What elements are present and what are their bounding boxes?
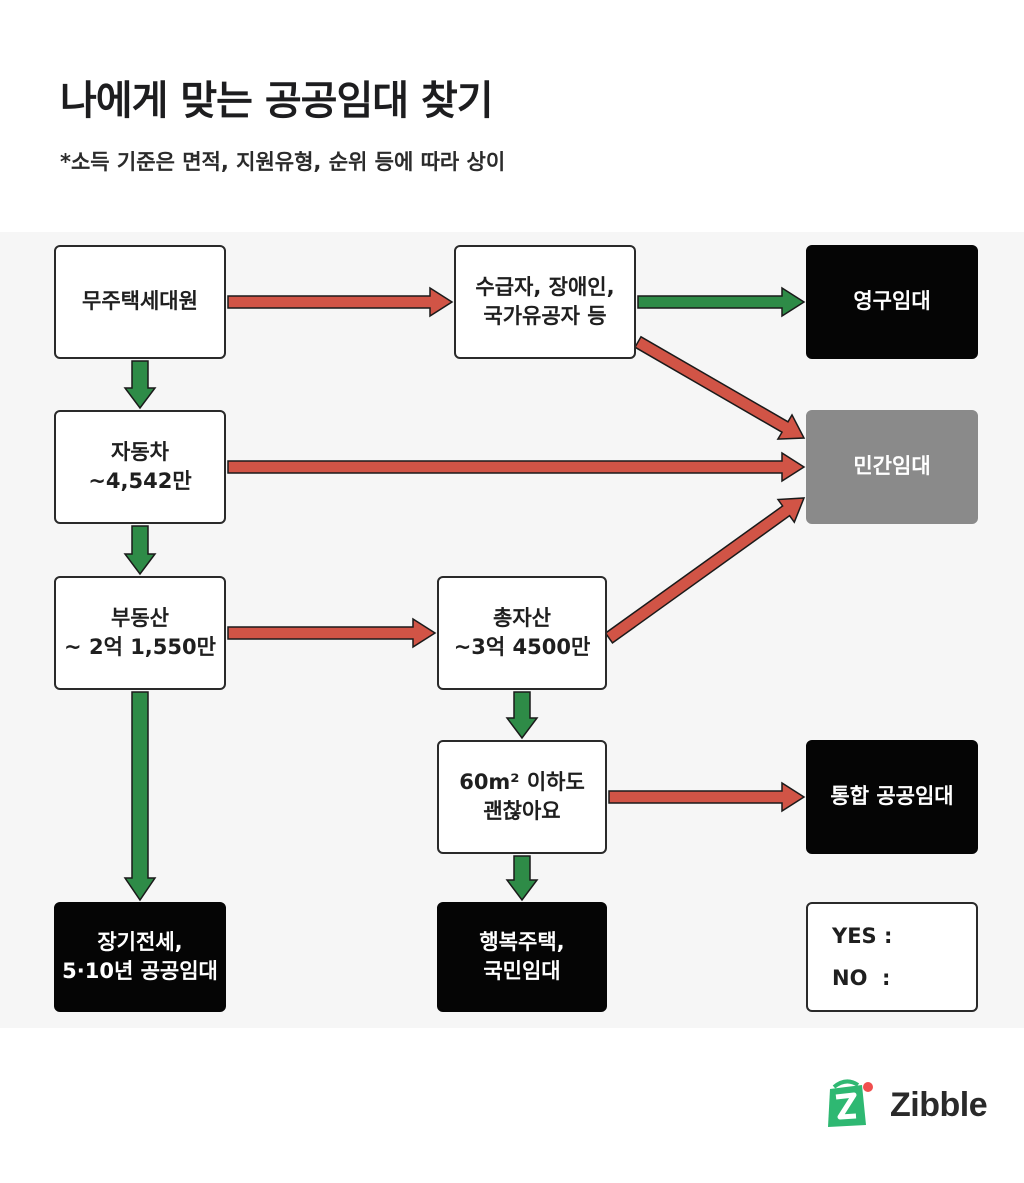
node-totalassets: 총자산 ~3억 4500만 bbox=[437, 576, 607, 690]
arrow-recipient-to-private bbox=[633, 335, 806, 440]
arrow-area-to-happy bbox=[505, 855, 539, 902]
node-permanent: 영구임대 bbox=[806, 245, 978, 359]
page-subtitle: *소득 기준은 면적, 지원유형, 순위 등에 따라 상이 bbox=[60, 150, 506, 174]
node-recipient: 수급자, 장애인, 국가유공자 등 bbox=[454, 245, 636, 359]
zibble-bag-icon bbox=[828, 1079, 873, 1127]
page-title: 나에게 맞는 공공임대 찾기 bbox=[60, 78, 494, 124]
node-area: 60m² 이하도 괜찮아요 bbox=[437, 740, 607, 854]
node-integrated: 통합 공공임대 bbox=[806, 740, 978, 854]
brand-name: Zibble bbox=[890, 1085, 988, 1124]
arrow-car-to-realestate bbox=[123, 525, 157, 576]
arrow-homeless-to-car bbox=[123, 360, 157, 410]
arrow-area-to-integrated bbox=[608, 781, 806, 813]
arrow-totalassets-to-private bbox=[604, 497, 806, 644]
node-realestate: 부동산 ~ 2억 1,550만 bbox=[54, 576, 226, 690]
arrow-totalassets-to-area bbox=[505, 691, 539, 740]
legend: YES : NO : bbox=[806, 902, 978, 1012]
arrow-realestate-to-longterm bbox=[123, 691, 157, 902]
arrow-recipient-to-permanent bbox=[637, 286, 806, 318]
node-private: 민간임대 bbox=[806, 410, 978, 524]
arrow-homeless-to-recipient bbox=[227, 286, 454, 318]
node-longterm: 장기전세, 5·10년 공공임대 bbox=[54, 902, 226, 1012]
arrow-car-to-private bbox=[227, 451, 806, 483]
brand-logo: Zibble bbox=[822, 1079, 988, 1130]
node-car: 자동차 ~4,542만 bbox=[54, 410, 226, 524]
node-happy: 행복주택, 국민임대 bbox=[437, 902, 607, 1012]
arrow-realestate-to-totalassets bbox=[227, 617, 437, 649]
node-homeless: 무주택세대원 bbox=[54, 245, 226, 359]
legend-no-label: NO : bbox=[832, 966, 891, 990]
legend-yes-label: YES : bbox=[832, 924, 893, 948]
